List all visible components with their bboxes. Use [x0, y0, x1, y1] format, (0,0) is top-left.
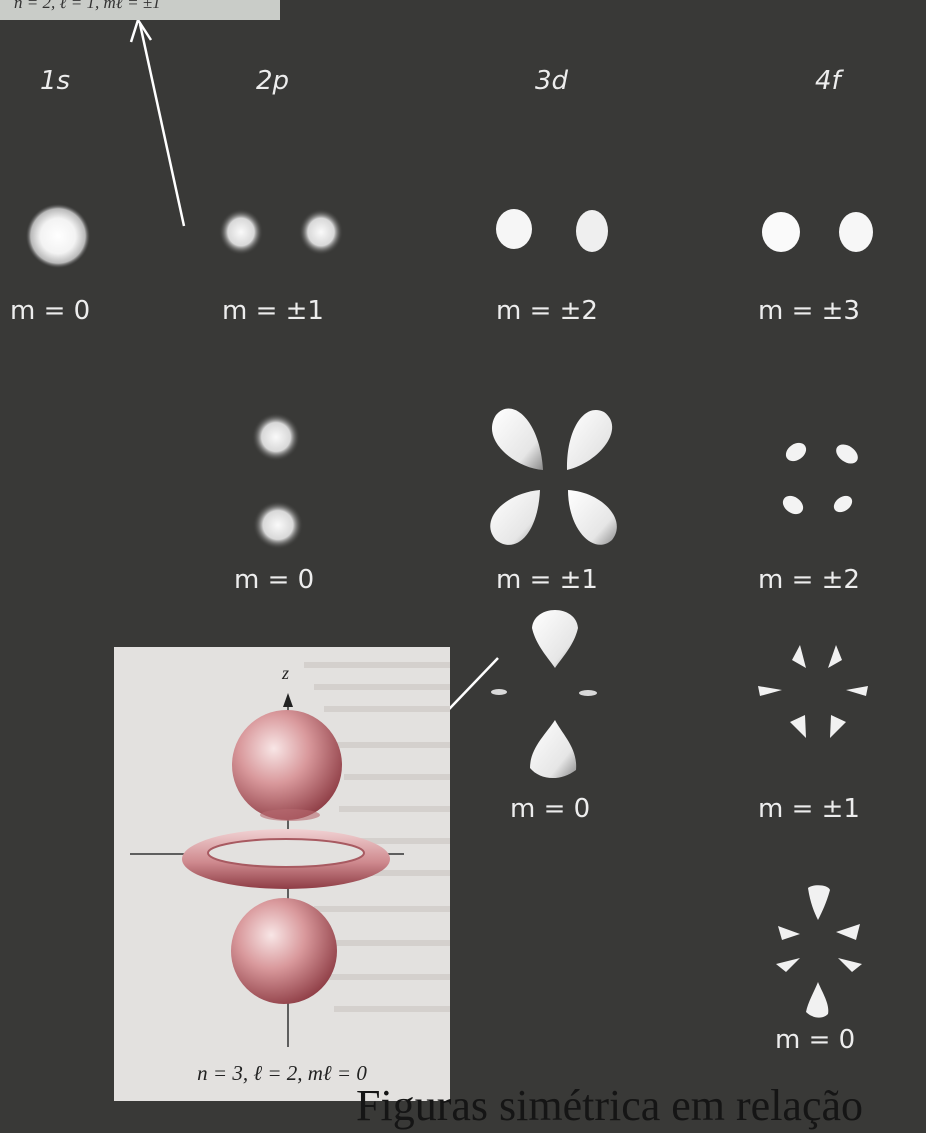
label-2p-m0: m = 0	[234, 565, 314, 595]
label-4f-m2: m = ±2	[758, 565, 860, 595]
slide-caption: Figuras simétrica em relação	[356, 1084, 863, 1128]
header-2p: 2p	[256, 66, 289, 96]
inset-3d-orbital: z n = 3, ℓ = 2, mℓ = 0	[114, 647, 450, 1101]
top-inset: n = 2, ℓ = 1, mℓ = ±1	[0, 0, 280, 20]
orbital-2p-m0-bottom	[253, 501, 303, 549]
header-1s: 1s	[40, 66, 70, 96]
orbital-1s-m0	[26, 204, 90, 268]
orbital-3d-m2-left	[496, 209, 532, 249]
orbital-3d-m0-ring-left	[491, 689, 507, 695]
z-axis-label: z	[282, 663, 289, 684]
top-lobe	[232, 710, 342, 820]
label-4f-m3: m = ±3	[758, 296, 860, 326]
label-1s-m0: m = 0	[10, 296, 90, 326]
bottom-lobe	[231, 898, 337, 1004]
label-2p-m1: m = ±1	[222, 296, 324, 326]
orbital-3d-m0-ring-right	[579, 690, 597, 696]
label-3d-m1: m = ±1	[496, 565, 598, 595]
torus-ring	[182, 829, 390, 889]
orbital-2p-m0-top	[252, 413, 300, 461]
label-4f-m0: m = 0	[775, 1025, 855, 1055]
orbital-4f-m3-right	[839, 212, 873, 252]
orbital-3d-m2-right	[576, 210, 608, 252]
inset-orbital-drawing	[114, 647, 450, 1101]
top-inset-text: n = 2, ℓ = 1, mℓ = ±1	[14, 0, 161, 13]
orbital-4f-m3-left	[762, 212, 800, 252]
label-4f-m1: m = ±1	[758, 794, 860, 824]
header-4f: 4f	[815, 66, 841, 96]
label-3d-m0: m = 0	[510, 794, 590, 824]
orbital-2p-m1-left	[219, 209, 263, 255]
orbital-2p-m1-right	[299, 209, 343, 255]
label-3d-m2: m = ±2	[496, 296, 598, 326]
header-3d: 3d	[535, 66, 568, 96]
